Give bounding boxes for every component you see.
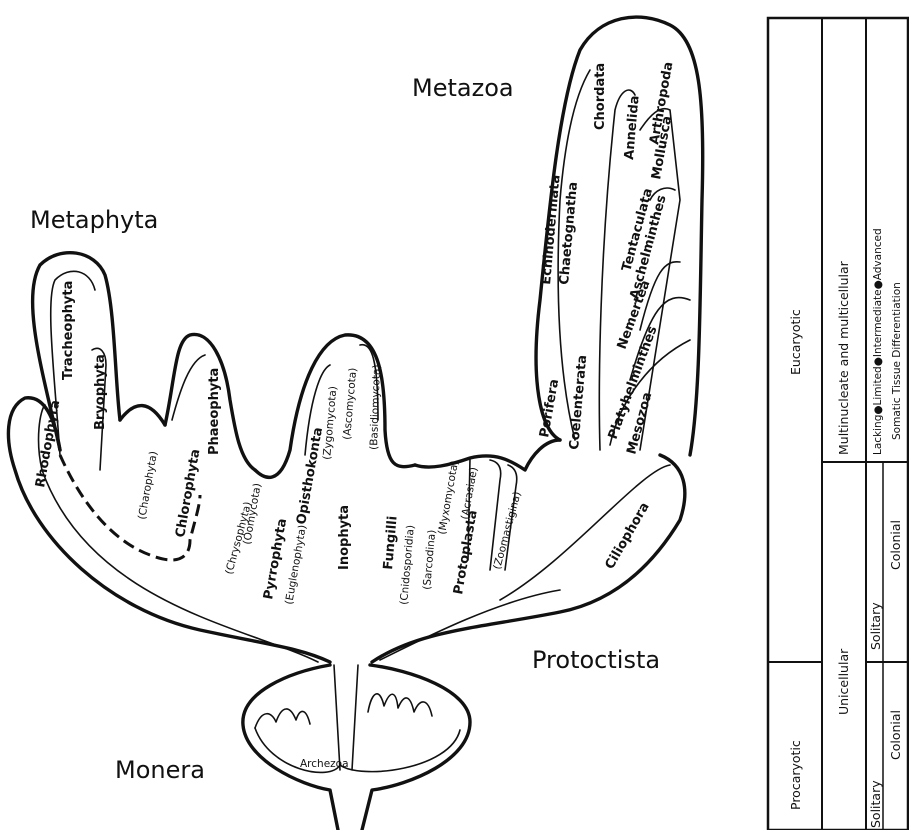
taxon-sarcodina: (Sarcodina)	[421, 529, 438, 590]
table-solitary-pro: Solitary	[868, 780, 883, 828]
taxon-zygomycota: (Zygomycota)	[321, 386, 339, 461]
kingdom-protoctista: Protoctista	[532, 646, 660, 674]
table-unicellular: Unicellular	[836, 648, 851, 715]
taxon-coelenterata: Coelenterata	[567, 354, 590, 450]
kingdom-metaphyta: Metaphyta	[30, 206, 158, 234]
taxon-inophyta: Inophyta	[337, 505, 352, 570]
taxon-archezoa: Archezoa	[300, 758, 349, 770]
taxon-fungilli: Fungilli	[381, 515, 401, 570]
table-multinucleate: Multinucleate and multicellular	[836, 260, 851, 455]
taxon-tracheophyta: Tracheophyta	[61, 281, 76, 380]
taxon-bryophyta: Bryophyta	[93, 354, 108, 430]
table-procaryotic: Procaryotic	[788, 740, 803, 810]
table-tissue-title: Somatic Tissue Differentiation	[891, 282, 903, 440]
taxon-cnidosporidia: (Cnidosporidia)	[398, 525, 417, 606]
taxon-charophyta: (Charophyta)	[136, 450, 160, 520]
table-colonial-eu: Colonial	[888, 520, 903, 570]
table-colonial-pro: Colonial	[888, 710, 903, 760]
table-eucaryotic: Eucaryotic	[788, 309, 803, 375]
monera-outline	[243, 665, 338, 830]
taxon-phaeophyta: Phaeophyta	[207, 368, 222, 455]
taxon-chordata: Chordata	[593, 63, 608, 130]
taxon-zoomastigina: (Zoomastigina)	[491, 490, 523, 570]
table-tissue-levels: Lacking●Limited●Intermediate●Advanced	[872, 228, 884, 455]
kingdom-metazoa: Metazoa	[412, 74, 514, 102]
taxon-chlorophyta: Chlorophyta	[173, 448, 203, 539]
kingdom-monera: Monera	[115, 756, 205, 784]
taxon-protoplasta: Protoplasta	[451, 509, 481, 596]
taxon-ascomycota: (Ascomycota)	[341, 367, 359, 440]
table-solitary-eu: Solitary	[868, 602, 883, 650]
taxon-myxomycota: (Myxomycota)	[436, 460, 461, 536]
taxon-basidiomycota: (Basidiomycota)	[368, 364, 383, 450]
tree-outlines	[8, 17, 702, 830]
taxon-opisthokonta: Opisthokonta	[294, 426, 326, 526]
taxon-annelida: Annelida	[622, 95, 643, 160]
